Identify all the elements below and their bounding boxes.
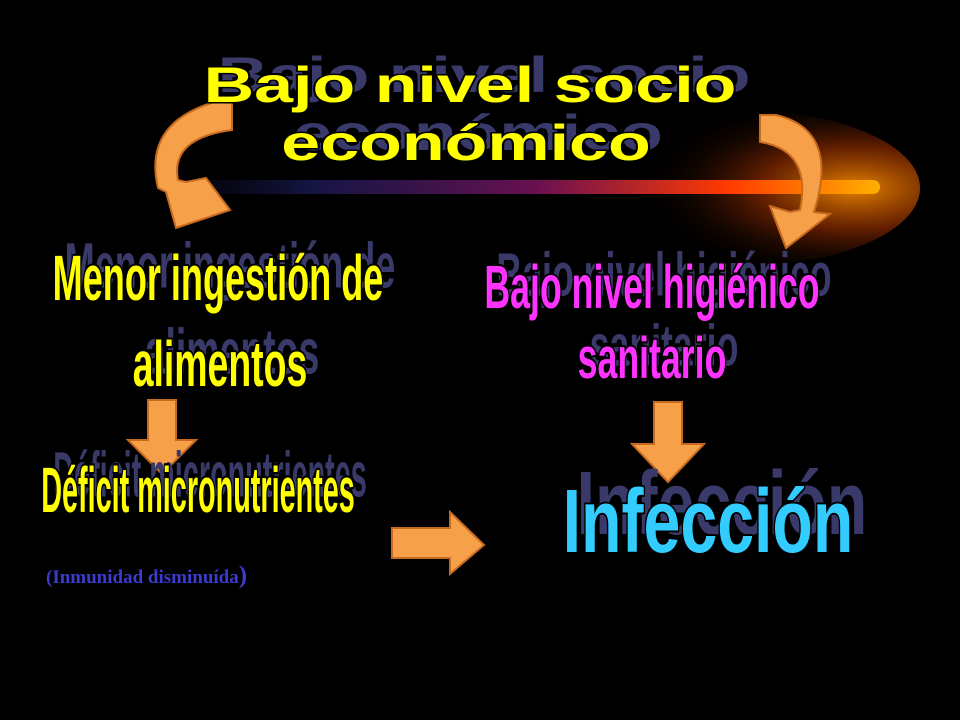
node-socio: Bajo nivel socio Bajo nivel socio económ…	[202, 47, 751, 173]
ingestion-line1-shadow: Menor ingestión de	[65, 229, 396, 300]
node-higienico: Bajo nivel higiénico Bajo nivel higiénic…	[483, 240, 832, 393]
immunity-note-text: (Inmunidad disminuída	[46, 567, 239, 588]
higienico-line1: Bajo nivel higiénico	[484, 253, 819, 321]
down-arrow-right	[629, 401, 707, 484]
deficit-shadow: Déficit micronutrientes	[53, 438, 367, 510]
curved-arrow-left	[154, 99, 233, 230]
socio-line2-shadow: económico	[293, 105, 662, 161]
curved-arrow-right	[759, 114, 833, 250]
down-arrow-left	[125, 399, 199, 476]
node-ingestion: Menor ingestión de Menor ingestión de al…	[51, 229, 396, 402]
infeccion-shadow: Infección	[577, 452, 868, 553]
node-deficit: Déficit micronutrientes Déficit micronut…	[40, 438, 367, 527]
socio-line1: Bajo nivel socio	[204, 57, 737, 113]
higienico-line2-shadow: sanitario	[590, 314, 739, 379]
higienico-line1-shadow: Bajo nivel higiénico	[496, 240, 831, 308]
socio-line1-shadow: Bajo nivel socio	[218, 47, 751, 103]
right-arrow	[391, 509, 486, 577]
deficit-label: Déficit micronutrientes	[41, 454, 355, 526]
node-infeccion: Infección Infección	[561, 452, 868, 573]
ingestion-line2: alimentos	[133, 330, 308, 401]
immunity-note: (Inmunidad disminuída)	[46, 562, 247, 590]
ingestion-line1: Menor ingestión de	[53, 242, 384, 313]
socio-line2: económico	[281, 115, 650, 171]
immunity-note-paren: )	[238, 562, 248, 589]
higienico-line2: sanitario	[578, 326, 727, 391]
comet-beam-decoration	[120, 110, 920, 266]
ingestion-line2-shadow: alimentos	[145, 317, 320, 388]
infeccion-label: Infección	[563, 470, 854, 571]
